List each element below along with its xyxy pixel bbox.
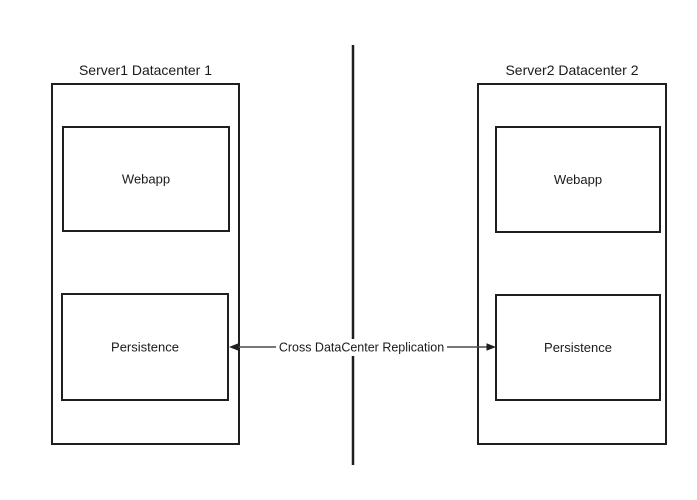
replication-label-background xyxy=(276,339,447,356)
server1-title: Server1 Datacenter 1 xyxy=(79,62,212,78)
replication-label: Cross DataCenter Replication xyxy=(279,341,444,355)
server1-webapp-box xyxy=(62,126,230,232)
server2-title: Server2 Datacenter 2 xyxy=(505,62,638,78)
server2-persistence-box xyxy=(495,294,661,401)
server2-webapp-label: Webapp xyxy=(554,172,602,187)
server2-group: Server2 Datacenter 2 Webapp Persistence xyxy=(477,62,667,445)
server1-persistence-label: Persistence xyxy=(111,340,179,355)
replication-arrow-group: Cross DataCenter Replication xyxy=(229,339,496,356)
server1-group: Server1 Datacenter 1 Webapp Persistence xyxy=(51,62,240,445)
server2-persistence-label: Persistence xyxy=(544,340,612,355)
server2-webapp-box xyxy=(495,126,661,233)
server1-persistence-box xyxy=(61,293,229,401)
server1-webapp-label: Webapp xyxy=(122,172,170,187)
replication-arrowhead-right-icon xyxy=(486,343,496,351)
replication-arrowhead-left-icon xyxy=(229,343,239,351)
